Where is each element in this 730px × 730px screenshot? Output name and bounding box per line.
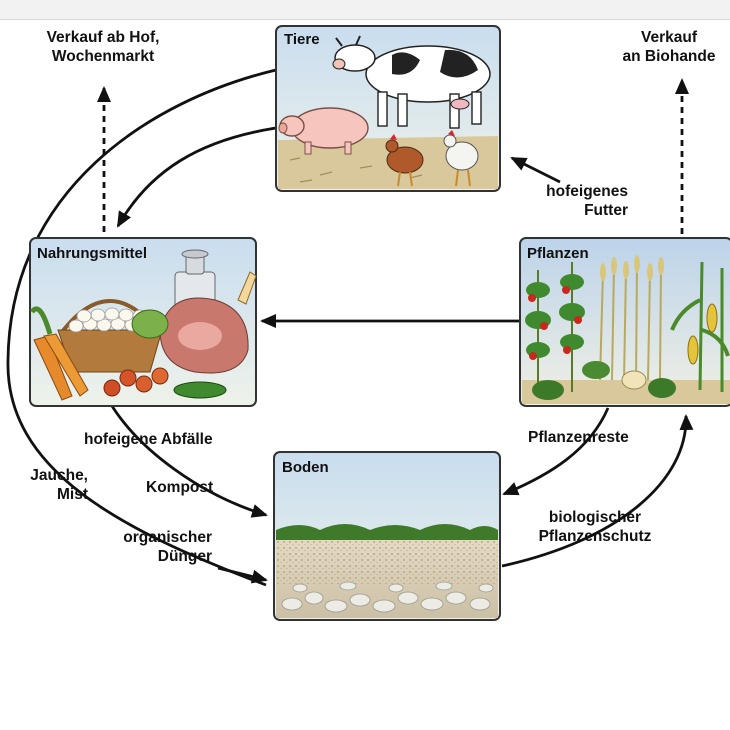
pflanzenreste-arrow (502, 407, 610, 496)
biologischer-pflanzenschutz-label: biologischer Pflanzenschutz (516, 508, 674, 546)
pflanzen-box: Pflanzen (519, 237, 730, 407)
verkauf-bio-line-2: an Biohande (622, 48, 716, 65)
verkauf-hof-line-1: Verkauf ab Hof, (46, 29, 160, 46)
futter-line-1: hofeigenes (546, 183, 628, 200)
kompost-arrow (110, 405, 268, 518)
verkauf-hof-line-2: Wochenmarkt (51, 48, 155, 65)
tiere-title: Tiere (284, 31, 320, 48)
chicken-illustration (385, 130, 479, 187)
nahrungsmittel-title: Nahrungsmittel (37, 245, 147, 262)
duenger-line-2: Dünger (157, 548, 212, 565)
nahrungsmittel-box: Nahrungsmittel (29, 237, 257, 407)
cow-illustration (332, 35, 491, 129)
pflanzenreste-label: Pflanzenreste (528, 429, 629, 446)
vegetables-illustration (29, 306, 227, 401)
jauche-line-1: Jauche, (30, 467, 88, 484)
kompost-label: Kompost (146, 479, 214, 496)
duenger-line-1: organischer (123, 529, 212, 546)
ham-illustration (159, 271, 257, 374)
verkauf-ab-hof-label: Verkauf ab Hof, Wochenmarkt (14, 28, 192, 66)
jauche-line-2: Mist (57, 486, 88, 503)
lettuce-illustration (532, 361, 676, 400)
verkauf-bio-line-1: Verkauf (640, 29, 697, 46)
tomato-plants-illustration (525, 262, 585, 395)
pflanzen-title: Pflanzen (527, 245, 589, 262)
boden-title: Boden (282, 459, 329, 476)
schutz-line-1: biologischer (548, 509, 642, 526)
jauche-mist-label: Jauche, Mist (6, 466, 88, 504)
jauche-mist-arrow (6, 68, 277, 587)
corn-illustration (670, 261, 730, 392)
stones-illustration (281, 581, 494, 613)
boden-box: Boden (273, 451, 501, 621)
pflanzenschutz-arrow (501, 414, 694, 568)
hofeigene-abfaelle-label: hofeigene Abfälle (84, 431, 213, 448)
window-top-bar (0, 0, 730, 20)
organischer-duenger-label: organischer Dünger (90, 528, 212, 566)
hofeigenes-futter-label: hofeigenes Futter (500, 182, 628, 220)
tiere-to-nahrungsmittel-arrow (116, 126, 277, 228)
futter-arrow (510, 156, 561, 184)
duenger-arrow (217, 566, 268, 584)
schutz-line-2: Pflanzenschutz (538, 528, 652, 545)
pig-illustration (278, 107, 369, 155)
verkauf-biohandel-label: Verkauf an Biohande (608, 28, 730, 66)
futter-line-2: Futter (584, 202, 628, 219)
tiere-box: Tiere (275, 25, 501, 192)
